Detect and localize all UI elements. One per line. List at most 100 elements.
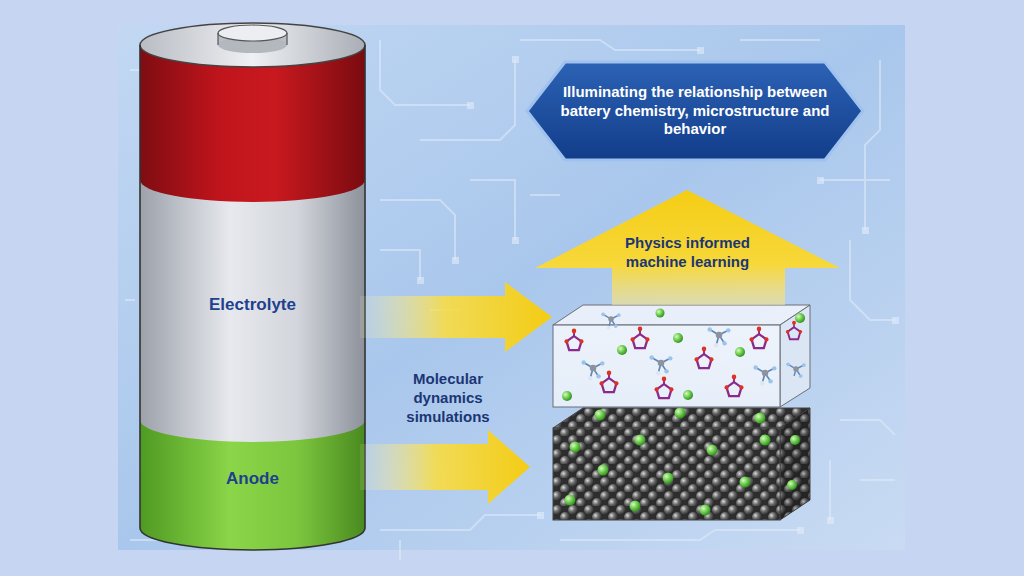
circuit-pads-part xyxy=(697,47,704,54)
circuit-pads-part xyxy=(467,102,474,109)
electrolyte-box-part xyxy=(553,325,780,407)
circuit-pads-part xyxy=(797,527,804,534)
circuit-pattern-part xyxy=(399,540,401,560)
process-label: Molecular dynamics simulations xyxy=(378,370,518,426)
circuit-pads-part xyxy=(417,277,424,284)
circuit-pattern-part xyxy=(380,515,540,530)
circuit-pattern-part xyxy=(520,40,700,50)
battery-part xyxy=(140,180,365,420)
battery-part xyxy=(140,158,365,202)
anode-box-part xyxy=(553,408,810,428)
arrow-outline xyxy=(535,190,840,305)
electrolyte-box-part xyxy=(786,321,802,339)
circuit-pattern-part xyxy=(865,60,880,230)
result-hexagon: Illuminating the relationship between ba… xyxy=(525,60,865,162)
electrolyte-box-part xyxy=(735,347,745,357)
circuit-pattern-part xyxy=(850,240,895,320)
node-text: Electrolyte xyxy=(209,294,296,315)
anode-box-part xyxy=(553,428,780,520)
anode-box-part xyxy=(595,410,606,421)
electrolyte-box-part xyxy=(599,371,618,393)
electrolyte-box xyxy=(553,305,810,407)
circuit-pads-part xyxy=(512,237,519,244)
circuit-pads-part xyxy=(537,512,544,519)
circuit-pads-part xyxy=(452,257,459,264)
anode-box-part xyxy=(760,435,771,446)
anode-box-part xyxy=(663,473,674,484)
circuit-pattern-part xyxy=(125,299,135,301)
circuit-pattern xyxy=(125,40,895,560)
electrolyte-box-part xyxy=(673,333,683,343)
anode-box xyxy=(553,408,810,521)
anode-box-part xyxy=(635,435,646,446)
electrolyte-box-part xyxy=(617,345,627,355)
circuit-pattern-part xyxy=(820,179,890,181)
circuit-pads-part xyxy=(817,177,824,184)
electrolyte-box-part xyxy=(753,365,776,385)
battery-part xyxy=(218,25,287,41)
circuit-pattern-part xyxy=(420,60,515,140)
node-text: Anode xyxy=(226,468,279,489)
electrolyte-box-part xyxy=(780,305,810,407)
electrolyte-box-part xyxy=(786,362,805,379)
battery-part xyxy=(140,398,365,442)
electrolyte-box-part xyxy=(749,327,768,349)
circuit-pads-part xyxy=(862,227,869,234)
hexagon-outline xyxy=(527,62,863,160)
anode-box-part xyxy=(565,495,576,506)
node-text: Physics informed machine learning xyxy=(605,234,770,272)
anode-box-part xyxy=(630,501,641,512)
anode-band: Anode xyxy=(140,440,365,518)
anode-box-part xyxy=(598,465,609,476)
circuit-pattern-part xyxy=(860,479,895,481)
electrolyte-box-part xyxy=(707,327,730,347)
anode-box-part xyxy=(787,480,797,490)
electrolyte-box-part xyxy=(581,360,604,380)
battery-part xyxy=(140,23,365,67)
panel xyxy=(118,25,905,550)
anode-box-part xyxy=(755,413,766,424)
anode-box-part xyxy=(790,435,800,445)
anode-box-part xyxy=(707,445,718,456)
circuit-pattern-part xyxy=(530,194,560,196)
node-text: Illuminating the relationship between ba… xyxy=(559,83,831,139)
anode-box-part xyxy=(740,477,751,488)
md-arrow xyxy=(360,430,530,504)
electrolyte-box-part xyxy=(630,327,649,349)
electrolyte-box-part xyxy=(562,391,572,401)
anode-box-part xyxy=(780,408,810,520)
md-arrow xyxy=(360,282,552,352)
electrolyte-box-part xyxy=(564,329,583,351)
electrolyte-box-part xyxy=(724,375,743,397)
anode-box-part xyxy=(700,505,711,516)
anode-box-part xyxy=(675,408,686,419)
circuit-pads-part xyxy=(892,317,899,324)
anode-box-part xyxy=(570,442,581,453)
circuit-pattern-part xyxy=(829,460,831,520)
circuit-pattern-part xyxy=(380,250,420,280)
electrolyte-box-part xyxy=(553,305,810,325)
circuit-pads-part xyxy=(827,517,834,524)
electrolyte-band: Electrolyte xyxy=(140,200,365,410)
electrolyte-box-part xyxy=(795,313,805,323)
electrolyte-box-part xyxy=(694,347,713,369)
electrolyte-box-part xyxy=(601,312,620,329)
circuit-pads-part xyxy=(512,56,519,63)
electrolyte-box-part xyxy=(654,377,673,399)
circuit-pattern-part xyxy=(740,39,820,41)
battery xyxy=(140,23,365,550)
electrolyte-box-part xyxy=(683,390,693,400)
electrolyte-box-part xyxy=(656,309,665,318)
circuit-pattern-part xyxy=(470,180,515,240)
battery-part xyxy=(286,33,287,45)
electrolyte-box-part xyxy=(649,355,672,375)
circuit-pattern-part xyxy=(560,530,800,540)
circuit-pattern-part xyxy=(380,40,470,105)
ml-arrow: Physics informed machine learning xyxy=(535,190,840,305)
battery-part xyxy=(140,45,365,550)
anode-box-part xyxy=(780,408,810,520)
circuit-pattern-part xyxy=(840,420,895,435)
